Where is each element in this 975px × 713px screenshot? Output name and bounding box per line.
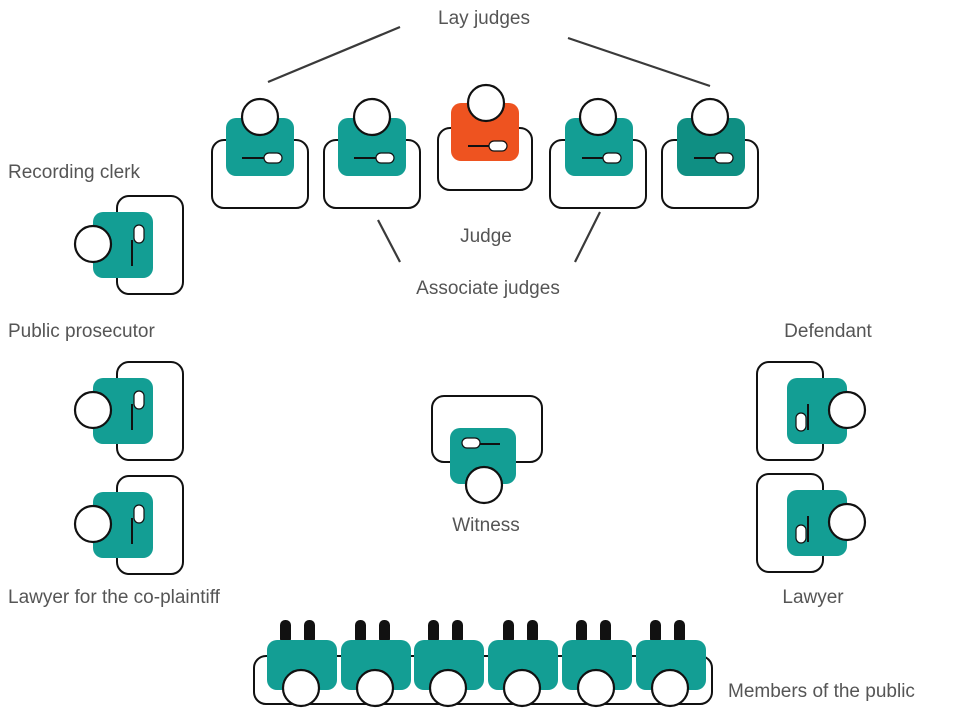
public-member-1 — [267, 620, 337, 708]
public-member-5 — [562, 620, 632, 708]
label-recording-clerk: Recording clerk — [8, 162, 140, 183]
label-lawyer-coplaintiff: Lawyer for the co-plaintiff — [8, 587, 221, 608]
recording-clerk-seat — [73, 195, 184, 295]
label-defendant: Defendant — [784, 321, 872, 342]
label-judge: Judge — [460, 226, 512, 247]
lawyer-coplaintiff-seat — [73, 475, 184, 575]
associate-judges-connector-left — [377, 219, 401, 263]
defendant-seat — [756, 361, 867, 461]
label-lawyer: Lawyer — [782, 587, 844, 608]
public-member-6 — [636, 620, 706, 708]
label-witness: Witness — [452, 515, 520, 536]
label-associate-judges: Associate judges — [416, 278, 560, 299]
bench-seat-associate-judge-left — [323, 97, 421, 209]
public-member-2 — [341, 620, 411, 708]
lay-judges-connector-right — [567, 36, 711, 88]
label-lay-judges: Lay judges — [438, 8, 530, 29]
public-prosecutor-seat — [73, 361, 184, 461]
associate-judges-connector-right — [574, 211, 601, 263]
bench-seat-judge — [437, 83, 533, 191]
public-member-4 — [488, 620, 558, 708]
label-members-public: Members of the public — [728, 681, 915, 702]
bench-seat-associate-judge-right — [549, 97, 647, 209]
witness-seat — [431, 395, 543, 505]
bench-seat-lay-judge-right — [661, 97, 759, 209]
lay-judges-connector-left — [267, 25, 401, 84]
public-member-3 — [414, 620, 484, 708]
lawyer-seat — [756, 473, 867, 573]
public-gallery — [253, 620, 713, 708]
bench-seat-lay-judge-left — [211, 97, 309, 209]
label-public-prosecutor: Public prosecutor — [8, 321, 155, 342]
